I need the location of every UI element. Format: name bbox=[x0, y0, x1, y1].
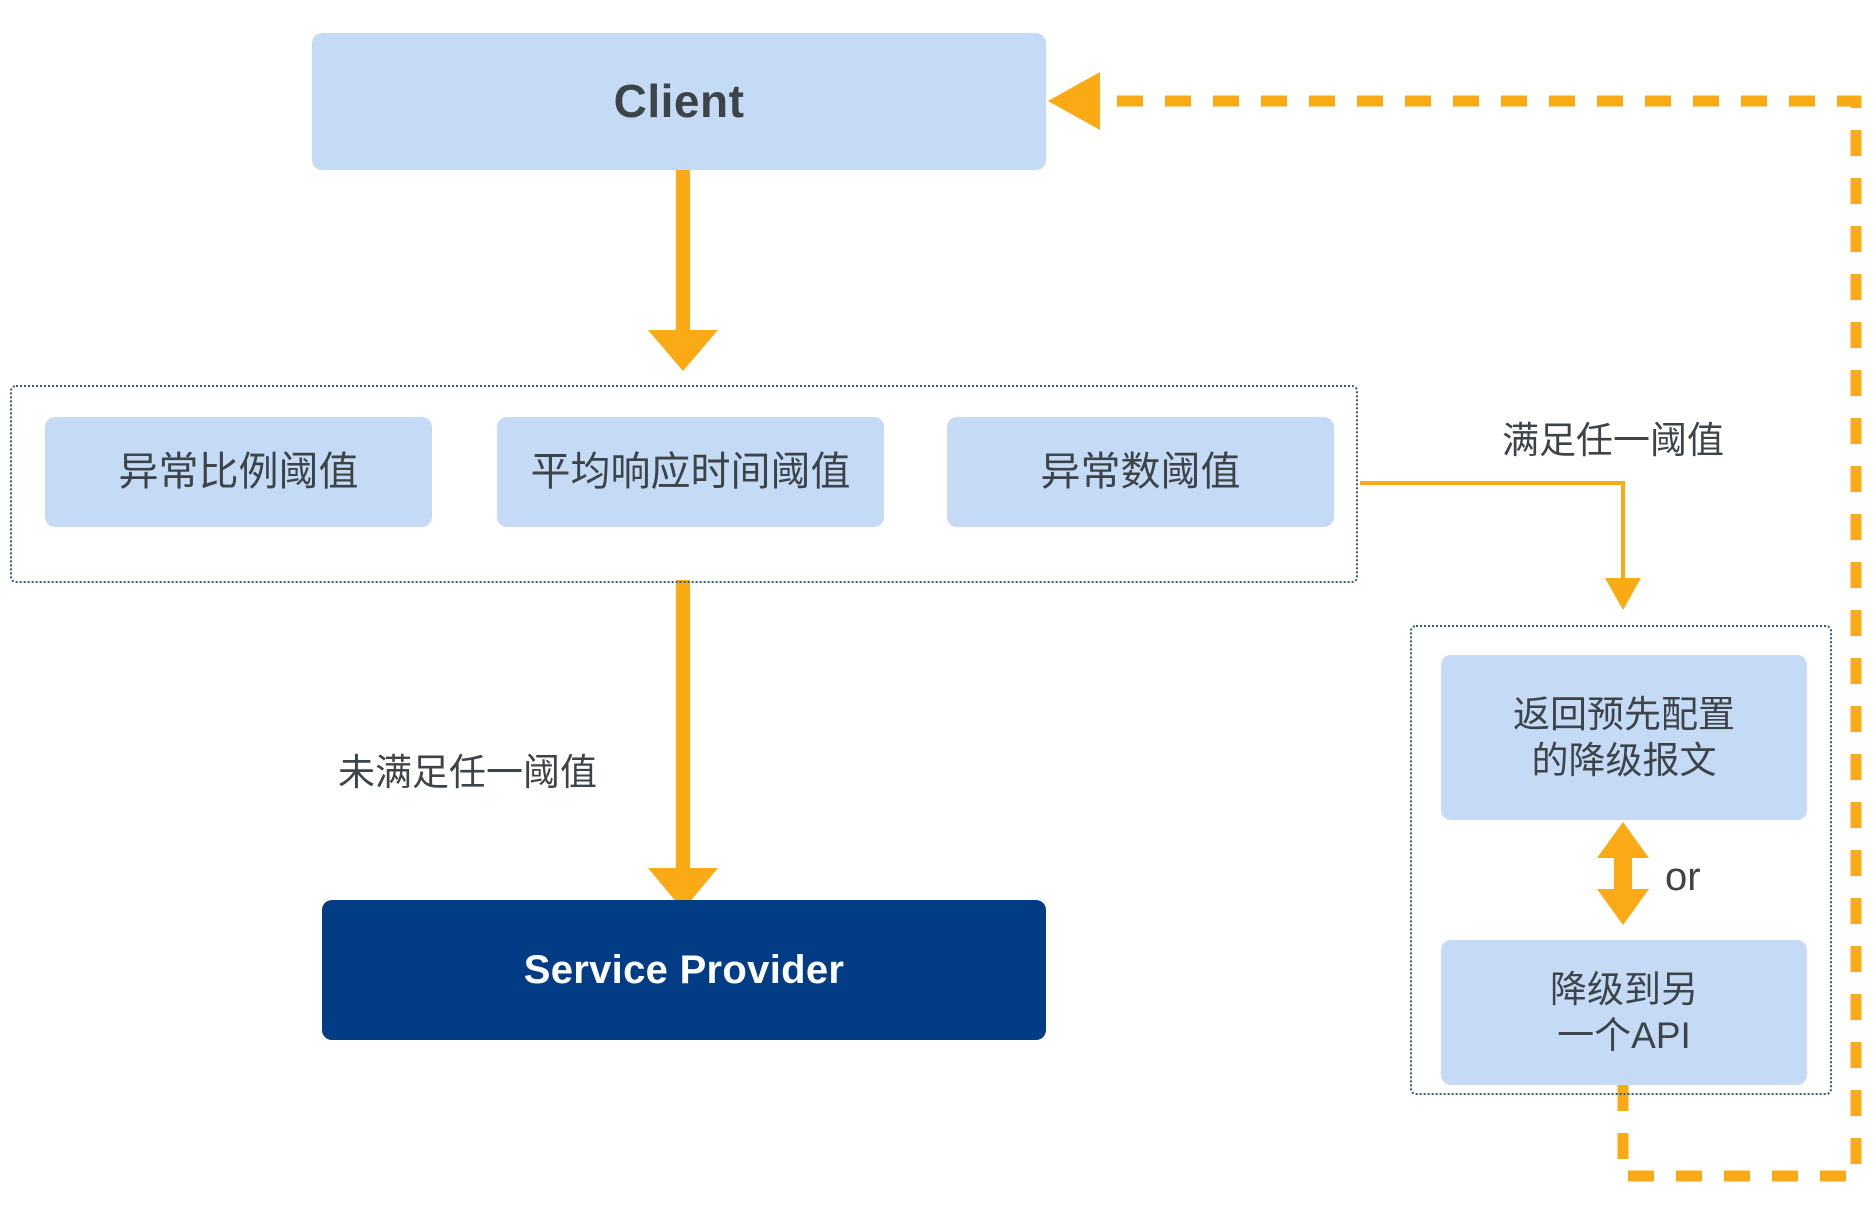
node-fallback-1-line1: 降级到另 bbox=[1550, 969, 1698, 1011]
node-threshold-abnormal-ratio[interactable]: 异常比例阈值 bbox=[45, 417, 432, 527]
node-fallback-alternate-api[interactable]: 降级到另 一个API bbox=[1441, 940, 1807, 1085]
arrow-thresholds-to-provider bbox=[648, 580, 718, 910]
node-fallback-0-line2: 的降级报文 bbox=[1531, 739, 1717, 781]
edge-label-threshold-not-met: 未满足任一阈值 bbox=[338, 752, 597, 793]
edge-label-or: or bbox=[1665, 855, 1701, 899]
edge-label-threshold-met: 满足任一阈值 bbox=[1502, 420, 1724, 461]
node-client[interactable]: Client bbox=[312, 33, 1046, 170]
node-fallback-0-line1: 返回预先配置 bbox=[1513, 694, 1735, 736]
group-fallback-strategies bbox=[1410, 625, 1832, 1095]
node-fallback-preconfigured-response[interactable]: 返回预先配置 的降级报文 bbox=[1441, 655, 1807, 820]
arrow-client-to-thresholds bbox=[648, 168, 718, 371]
node-service-provider[interactable]: Service Provider bbox=[322, 900, 1046, 1040]
arrow-thresholds-to-fallback bbox=[1360, 481, 1641, 610]
node-fallback-1-line2: 一个API bbox=[1557, 1014, 1691, 1056]
node-threshold-avg-response-time[interactable]: 平均响应时间阈值 bbox=[497, 417, 884, 527]
node-threshold-abnormal-count[interactable]: 异常数阈值 bbox=[947, 417, 1334, 527]
group-thresholds bbox=[10, 385, 1358, 583]
